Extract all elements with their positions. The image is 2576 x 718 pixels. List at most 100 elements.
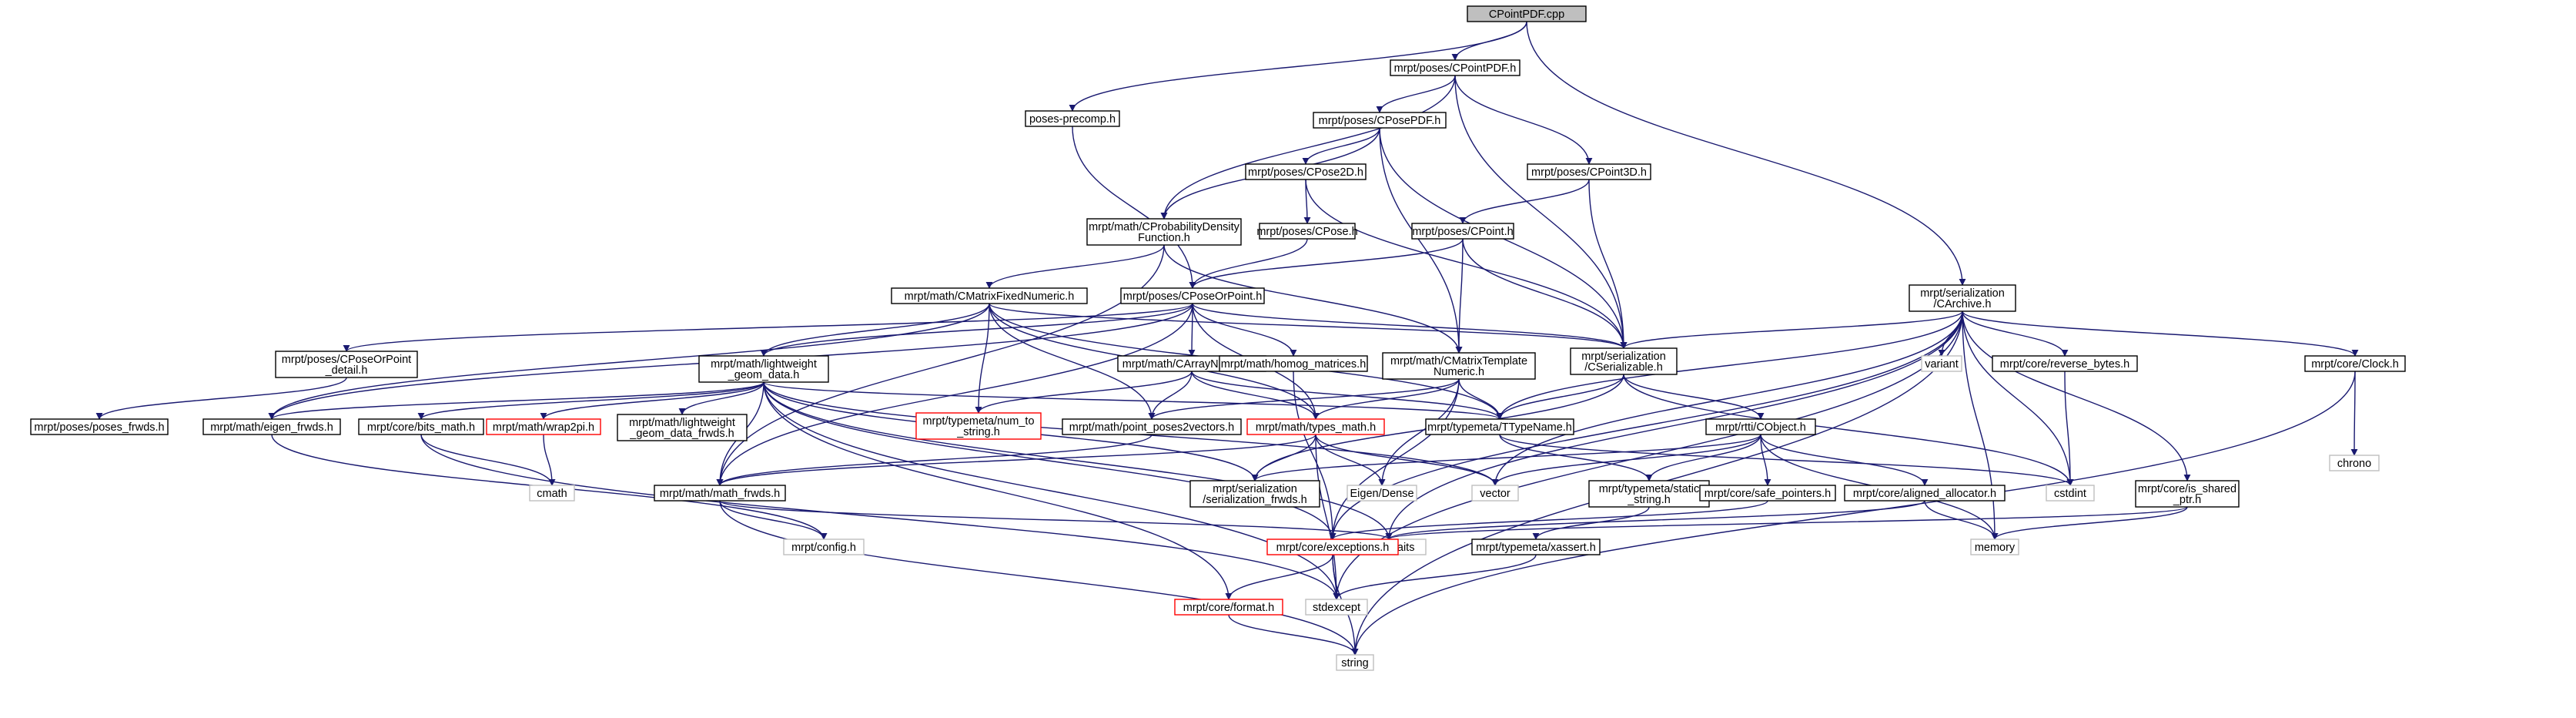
node-eigenfrwds[interactable]: mrpt/math/eigen_frwds.h	[202, 418, 341, 435]
edge-bitsmath-to-stdexcept	[420, 434, 1340, 600]
node-typesmath[interactable]: mrpt/math/types_math.h	[1246, 418, 1385, 435]
edge-cmatfixed-to-eigenfrwds	[268, 303, 990, 420]
node-alignedalloc[interactable]: mrpt/core/aligned_allocator.h	[1844, 485, 2006, 502]
node-box-cposeorpoint	[1120, 287, 1265, 304]
node-xassert[interactable]: mrpt/typemeta/xassert.h	[1471, 538, 1601, 555]
edge-mathfrwds-to-typetraits	[719, 500, 1393, 540]
edge-cposepdf-to-cpose2d	[1302, 127, 1380, 165]
node-sfrwds[interactable]: mrpt/serialization/serialization_frwds.h	[1189, 480, 1320, 508]
node-label-issharedptr: mrpt/core/is_shared	[2138, 483, 2236, 495]
node-box-wrap2pi	[486, 418, 601, 435]
edge-cpointh-to-cposeorpoint	[1189, 238, 1464, 289]
node-staticstring[interactable]: mrpt/typemeta/static_string.h	[1588, 480, 1710, 508]
node-label-cposeorpointdetail: _detail.h	[325, 364, 368, 377]
node-label-numtostring: mrpt/typemeta/num_to	[922, 415, 1034, 428]
node-posesfrwds[interactable]: mrpt/poses/poses_frwds.h	[30, 418, 169, 435]
node-label-staticstring: _string.h	[1627, 494, 1671, 506]
node-box-bitsmath	[358, 418, 484, 435]
edge-lwgeom-to-stdexcept	[763, 381, 1340, 600]
edge-carchive-to-cstdint	[1962, 310, 2074, 486]
node-label-eigenfrwds: mrpt/math/eigen_frwds.h	[210, 421, 333, 434]
node-label-cserializable: mrpt/serialization	[1581, 351, 1666, 363]
edge-cmattemplate-to-typesmath	[1312, 378, 1460, 420]
node-cposeorpointdetail[interactable]: mrpt/poses/CPoseOrPoint_detail.h	[275, 351, 418, 378]
node-label-crtti: mrpt/rtti/CObject.h	[1715, 421, 1806, 434]
edge-typesmath-to-eigendense	[1315, 434, 1386, 486]
edge-cpose2d-to-cserializable	[1305, 179, 1628, 349]
node-label-reversebytes: mrpt/core/reverse_bytes.h	[2000, 358, 2129, 371]
node-pointposes2vec[interactable]: mrpt/math/point_poses2vectors.h	[1062, 418, 1242, 435]
node-cpose2d[interactable]: mrpt/poses/CPose2D.h	[1245, 163, 1367, 180]
node-box-mathfrwds	[654, 485, 786, 502]
node-label-typesmath: mrpt/math/types_math.h	[1256, 421, 1376, 434]
node-label-ttypename: mrpt/typemeta/TTypeName.h	[1427, 421, 1572, 434]
node-box-cstdint	[2046, 485, 2095, 502]
edge-cposeorpoint-to-mathfrwds	[716, 303, 1193, 486]
node-label-carchive: mrpt/serialization	[1920, 287, 2005, 300]
edge-cmatfixed-to-pointposes2vec	[989, 303, 1156, 420]
edge-cpointh-to-cmattemplate	[1455, 238, 1464, 354]
node-label-cposeorpointdetail: mrpt/poses/CPoseOrPoint	[282, 354, 411, 366]
node-carchive[interactable]: mrpt/serialization/CArchive.h	[1909, 284, 2016, 312]
node-exceptions[interactable]: mrpt/core/exceptions.h	[1266, 538, 1399, 555]
node-label-xassert: mrpt/typemeta/xassert.h	[1476, 542, 1596, 554]
node-label-staticstring: mrpt/typemeta/static	[1599, 483, 1700, 495]
edge-crtti-to-vector	[1491, 434, 1761, 486]
node-label-cmattemplate: mrpt/math/CMatrixTemplate	[1390, 355, 1527, 367]
node-label-cpointpdf: mrpt/poses/CPointPDF.h	[1394, 62, 1517, 75]
node-label-cpointh: mrpt/poses/CPoint.h	[1412, 226, 1513, 238]
edge-cprob-to-cmatfixed	[985, 244, 1165, 289]
node-cposeh[interactable]: mrpt/poses/CPose.h	[1256, 223, 1358, 240]
node-cpointpdf[interactable]: mrpt/poses/CPointPDF.h	[1390, 59, 1521, 76]
node-format[interactable]: mrpt/core/format.h	[1174, 599, 1283, 616]
node-mathfrwds[interactable]: mrpt/math/math_frwds.h	[654, 485, 786, 502]
node-cmath: cmath	[529, 485, 575, 502]
node-box-vector	[1471, 485, 1519, 502]
node-reversebytes[interactable]: mrpt/core/reverse_bytes.h	[1992, 355, 2138, 372]
node-numtostring[interactable]: mrpt/typemeta/num_to_string.h	[915, 412, 1042, 440]
node-box-root	[1467, 5, 1587, 22]
node-homog[interactable]: mrpt/math/homog_matrices.h	[1219, 355, 1368, 372]
node-box-memory	[1970, 538, 2019, 555]
node-label-clock: mrpt/core/Clock.h	[2311, 358, 2399, 371]
node-clock[interactable]: mrpt/core/Clock.h	[2304, 355, 2406, 372]
node-box-cpointpdf	[1390, 59, 1521, 76]
node-cmatfixed[interactable]: mrpt/math/CMatrixFixedNumeric.h	[891, 287, 1088, 304]
node-crtti[interactable]: mrpt/rtti/CObject.h	[1705, 418, 1816, 435]
node-cpointh[interactable]: mrpt/poses/CPoint.h	[1411, 223, 1514, 240]
node-wrap2pi[interactable]: mrpt/math/wrap2pi.h	[486, 418, 601, 435]
node-label-cposeh: mrpt/poses/CPose.h	[1256, 226, 1357, 238]
node-box-cserializable	[1570, 347, 1678, 375]
node-box-string	[1336, 654, 1374, 671]
edge-cpointh-to-cserializable	[1462, 238, 1628, 349]
node-label-stdexcept: stdexcept	[1313, 602, 1360, 614]
edge-carchive-to-clock	[1962, 310, 2359, 357]
node-issharedptr[interactable]: mrpt/core/is_shared_ptr.h	[2135, 480, 2240, 508]
node-safepointers[interactable]: mrpt/core/safe_pointers.h	[1699, 485, 1836, 502]
node-memory: memory	[1970, 538, 2019, 555]
node-ttypename[interactable]: mrpt/typemeta/TTypeName.h	[1425, 418, 1574, 435]
node-cserializable[interactable]: mrpt/serialization/CSerializable.h	[1570, 347, 1678, 375]
node-cposeorpoint[interactable]: mrpt/poses/CPoseOrPoint.h	[1120, 287, 1265, 304]
node-bitsmath[interactable]: mrpt/core/bits_math.h	[358, 418, 484, 435]
node-lwgeomfrwds[interactable]: mrpt/math/lightweight_geom_data_frwds.h	[617, 414, 748, 441]
edge-lwgeom-to-bitsmath	[417, 381, 764, 420]
node-box-ttypename	[1425, 418, 1574, 435]
node-label-cmath: cmath	[537, 488, 567, 500]
edge-ttypename-to-staticstring	[1499, 434, 1653, 481]
edge-wrap2pi-to-cmath	[543, 434, 556, 486]
edge-cmattemplate-to-exceptions	[1329, 378, 1460, 540]
node-label-cmatfixed: mrpt/math/CMatrixFixedNumeric.h	[905, 290, 1075, 303]
node-label-cpose2d: mrpt/poses/CPose2D.h	[1248, 166, 1363, 179]
edge-carchive-to-ttypename	[1496, 310, 1963, 420]
node-cpoint3d[interactable]: mrpt/poses/CPoint3D.h	[1527, 163, 1651, 180]
node-label-pointposes2vec: mrpt/math/point_poses2vectors.h	[1069, 421, 1234, 434]
node-label-eigendense: Eigen/Dense	[1350, 488, 1413, 500]
node-box-cpose2d	[1245, 163, 1367, 180]
node-posesPrecomp[interactable]: poses-precomp.h	[1025, 110, 1120, 127]
node-cposepdf[interactable]: mrpt/poses/CPosePDF.h	[1313, 112, 1447, 129]
node-lwgeom[interactable]: mrpt/math/lightweight_geom_data.h	[698, 355, 829, 383]
edge-typesmath-to-mathfrwds	[716, 434, 1316, 486]
